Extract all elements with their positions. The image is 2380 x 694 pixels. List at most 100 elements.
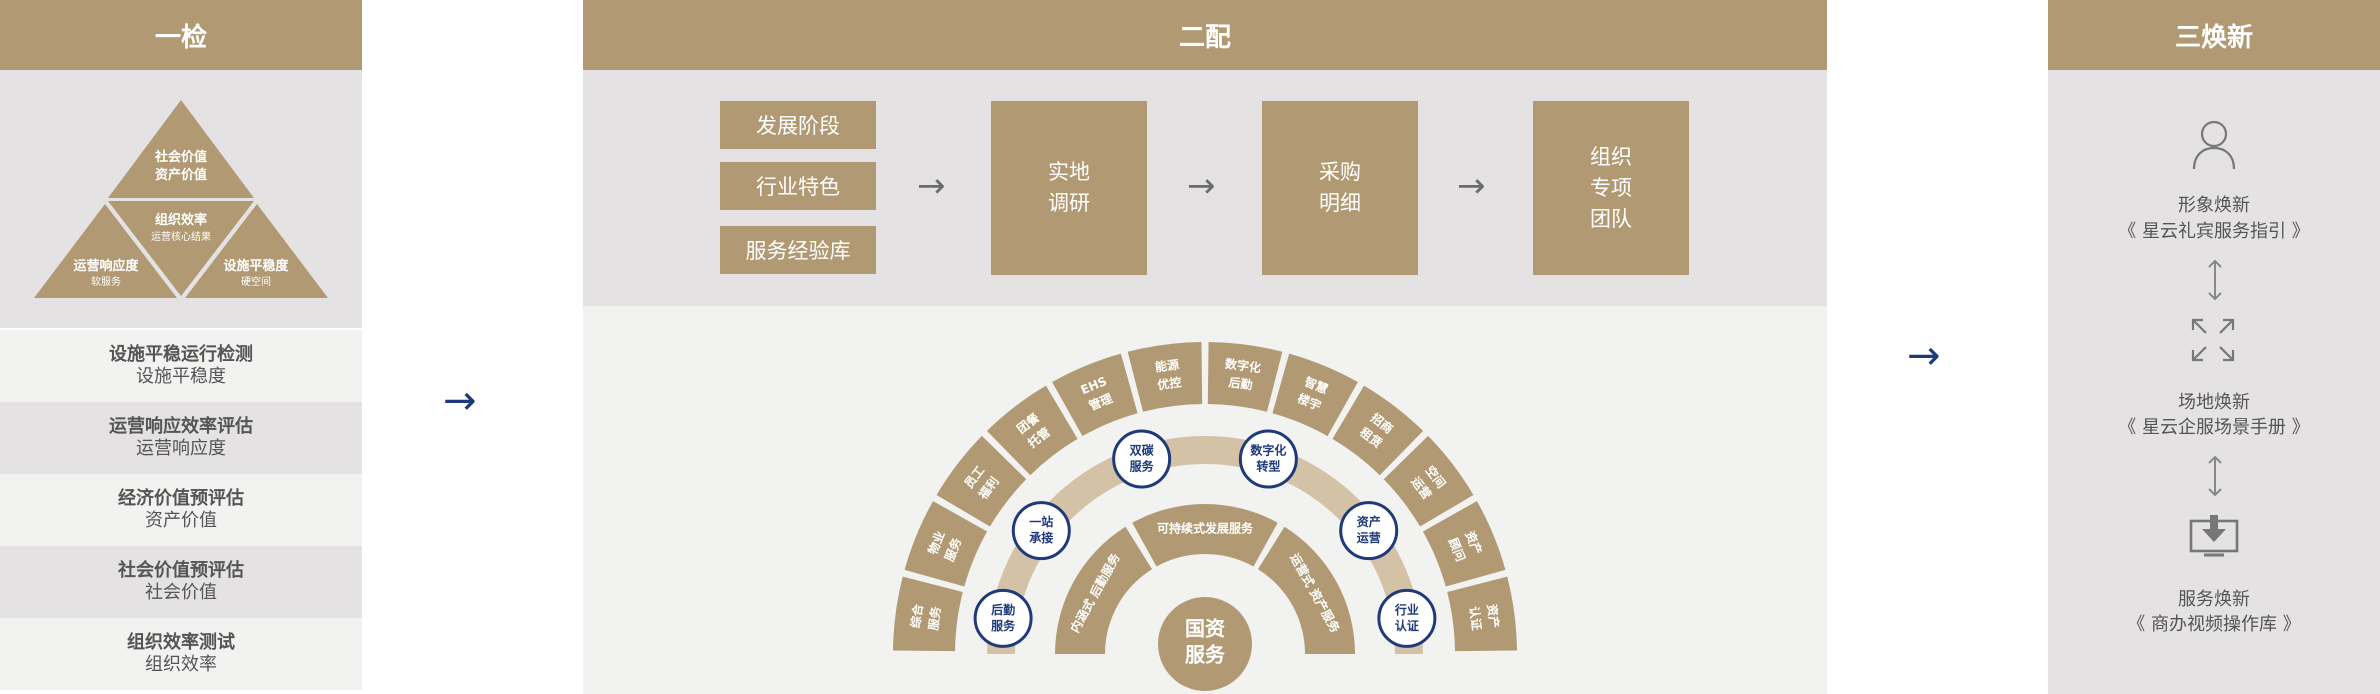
col1-title: 一检 (154, 22, 207, 53)
col1-row-list: 设施平稳运行检测 设施平稳度 运营响应效率评估 运营响应度 经济价值预评估 资产… (0, 330, 362, 694)
pyramid-top (108, 100, 254, 198)
pyramid-top-line2: 资产价值 (155, 167, 207, 183)
renew-image-sub: 《 星云礼宾服务指引 》 (2118, 221, 2310, 242)
ring-circle-label: 承接 (1029, 530, 1053, 545)
col1-header: 一检 (0, 0, 362, 86)
core-label: 服务 (1185, 643, 1226, 667)
pyramid-right (185, 204, 328, 298)
box-field-research: 实地 调研 (991, 101, 1147, 275)
outer-segment (936, 435, 1027, 527)
renew-venue-sub: 《 星云企服场景手册 》 (2118, 417, 2310, 438)
outer-segment-label: 优控 (1156, 374, 1182, 392)
ring-circle-label: 双碳 (1130, 443, 1155, 458)
outer-segment (1422, 501, 1506, 587)
outer-segment-label: 数字化 (1224, 356, 1262, 376)
core-label: 国资 (1185, 617, 1225, 641)
ring-circle (1011, 501, 1071, 561)
ring-circle (1238, 429, 1298, 489)
outer-segment-label: 后勤 (1228, 374, 1254, 392)
box-special-team-label: 组织 专项 团队 (1590, 144, 1632, 231)
ring-circle-label: 一站 (1029, 514, 1053, 529)
inner-segment-label: 可持续式发展服务 (1157, 521, 1254, 536)
tag-service-experience: 服务经验库 (720, 226, 876, 274)
col3-header: 三焕新 (2048, 0, 2380, 86)
pyramid-right-line1: 设施平稳度 (223, 258, 289, 274)
ring-circle (1339, 501, 1399, 561)
row-title: 社会价值预评估 (118, 560, 244, 581)
middle-ring (987, 436, 1423, 654)
col2-header: 二配 (583, 0, 1827, 86)
box-procurement-label: 采购 明细 (1319, 160, 1361, 215)
outer-segment-label: 服务 (925, 605, 943, 632)
row-sub: 资产价值 (145, 510, 217, 531)
outer-segment (1207, 342, 1283, 412)
outer-segment (1052, 353, 1138, 437)
person-icon (2192, 120, 2236, 170)
renew-service-title: 服务焕新 (2178, 589, 2250, 610)
pyramid-mid-line2: 运营核心结果 (151, 230, 211, 243)
ring-circle-label: 服务 (1130, 459, 1155, 474)
outer-segment-label: 认证 (1467, 605, 1485, 631)
outer-segment (986, 385, 1078, 476)
ring-circle-label: 认证 (1395, 618, 1419, 633)
inner-segment (1257, 526, 1355, 654)
box-field-research-label: 实地 调研 (1048, 160, 1090, 215)
row-sub: 设施平稳度 (136, 366, 226, 387)
ring-circle-label: 转型 (1256, 459, 1280, 474)
outer-segment-label: 资产 (1485, 603, 1503, 629)
outer-segment (893, 576, 963, 652)
ring-circle (973, 588, 1033, 648)
renew-service-sub: 《 商办视频操作库 》 (2127, 614, 2301, 635)
row-title: 运营响应效率评估 (109, 416, 253, 437)
row-sub: 运营响应度 (136, 438, 226, 459)
row-sub: 组织效率 (145, 654, 217, 675)
col2-title: 二配 (1178, 22, 1231, 53)
service-arc-diagram: 综合服务物业服务员工福利团餐托管EHS管理能源优控数字化后勤智慧楼宇招商租赁空间… (893, 342, 1517, 691)
renew-venue-title: 场地焕新 (2178, 392, 2250, 413)
list-item: 运营响应效率评估 运营响应度 (0, 402, 362, 474)
box-special-team: 组织 专项 团队 (1533, 101, 1689, 275)
col3-title: 三焕新 (2174, 22, 2253, 53)
flow-arrow-2: → (917, 166, 946, 206)
row-sub: 社会价值 (145, 582, 217, 603)
outer-segment (1332, 385, 1424, 476)
row-title: 组织效率测试 (127, 632, 235, 653)
core-circle (1158, 597, 1252, 691)
row-title: 经济价值预评估 (118, 488, 244, 509)
ring-circle-label: 后勤 (991, 602, 1015, 617)
pyramid-right-line2: 硬空间 (241, 275, 271, 288)
outer-segment (1383, 435, 1474, 527)
row-title: 设施平稳运行检测 (109, 344, 253, 365)
double-arrow-icon (2208, 259, 2222, 301)
expand-icon (2191, 318, 2235, 362)
download-icon (2189, 515, 2239, 557)
pyramid-left-line1: 运营响应度 (73, 258, 139, 274)
ring-circle (1377, 588, 1437, 648)
outer-segment-label: 能源 (1154, 356, 1180, 374)
pyramid-top-line1: 社会价值 (154, 149, 207, 165)
pyramid-mid-line1: 组织效率 (155, 212, 207, 228)
list-item: 经济价值预评估 资产价值 (0, 474, 362, 546)
outer-segment (904, 501, 988, 587)
inner-segment (1055, 526, 1153, 654)
ring-circle-label: 运营 (1357, 530, 1381, 545)
outer-segment (1447, 576, 1517, 652)
pyramid-diagram: 社会价值 资产价值 组织效率 运营核心结果 运营响应度 软服务 设施平稳度 硬空… (34, 100, 328, 298)
tag-development-stage: 发展阶段 (720, 101, 876, 149)
list-item: 组织效率测试 组织效率 (0, 618, 362, 690)
flow-arrow-5: → (1907, 333, 1941, 379)
ring-circle-label: 服务 (991, 618, 1016, 633)
box-procurement-detail: 采购 明细 (1262, 101, 1418, 275)
ring-circle-label: 行业 (1394, 602, 1419, 617)
ring-circle (1112, 429, 1172, 489)
flow-arrow-1: → (443, 378, 477, 424)
pyramid-left-line2: 软服务 (91, 275, 121, 288)
ring-circle-label: 资产 (1357, 514, 1381, 529)
col3-panel (2048, 70, 2380, 694)
outer-segment (1272, 353, 1358, 437)
outer-segment-label: 综合 (907, 602, 925, 629)
pyramid-middle (108, 201, 254, 296)
outer-segment (1127, 342, 1203, 412)
tag-industry-feature: 行业特色 (720, 162, 876, 210)
list-item: 社会价值预评估 社会价值 (0, 546, 362, 618)
